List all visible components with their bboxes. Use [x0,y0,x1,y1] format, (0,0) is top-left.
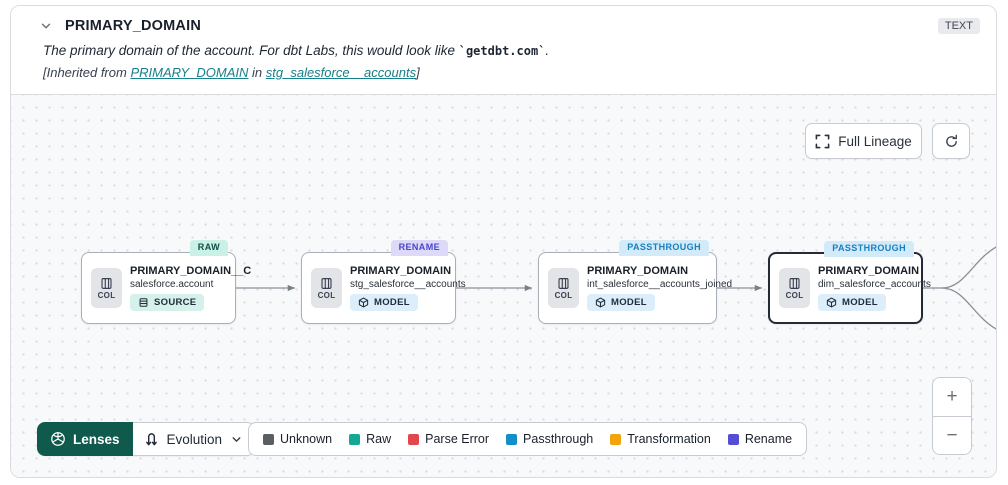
column-description: The primary domain of the account. For d… [43,43,550,58]
column-type-icon: COL [91,268,122,308]
legend-item: Unknown [263,432,332,446]
columns-icon [101,277,112,289]
lineage-node-intermediate[interactable]: PASSTHROUGH COL PRIMARY_DOMAIN int_sales… [538,240,733,324]
zoom-in-button[interactable]: + [933,378,971,416]
lineage-node-staging[interactable]: RENAME COL PRIMARY_DOMAIN stg_salesforce… [301,240,466,324]
legend-swatch [727,433,739,445]
full-lineage-button[interactable]: Full Lineage [805,123,922,159]
inherited-model-link[interactable]: stg_salesforce__accounts [265,65,417,80]
refresh-button[interactable] [932,123,970,159]
zoom-control: + − [932,377,972,455]
collapse-chevron-icon[interactable] [39,19,53,33]
edge-type-badge: RAW [189,240,228,256]
node-title: PRIMARY_DOMAIN [818,265,920,277]
lens-aperture-icon [51,432,65,446]
node-title: PRIMARY_DOMAIN [350,265,452,277]
inherited-from-note: [Inherited from PRIMARY_DOMAIN in stg_sa… [43,65,420,80]
lenses-control[interactable]: Lenses Evolution [37,422,256,456]
node-title: PRIMARY_DOMAIN__C [130,265,252,277]
edge-type-badge: PASSTHROUGH [824,241,914,257]
lenses-button[interactable]: Lenses [37,422,133,456]
node-subtitle: int_salesforce__accounts_joined [587,279,733,290]
chevron-down-icon [232,436,241,442]
legend-swatch [408,433,420,445]
edge-type-badge: PASSTHROUGH [619,240,709,256]
edge-type-legend: Unknown Raw Parse Error Passthrough Tran… [248,422,808,456]
lineage-node-source[interactable]: RAW COL PRIMARY_DOMAIN__C salesforce.acc… [81,240,252,324]
node-subtitle: salesforce.account [130,279,214,290]
model-icon [358,297,369,308]
data-type-badge: TEXT [937,18,980,34]
model-icon [595,297,606,308]
source-icon [139,298,148,307]
legend-swatch [610,433,622,445]
lineage-canvas[interactable]: Full Lineage RAW COL PRIMARY_DOMAIN__C s… [11,94,996,477]
resource-type-tag: MODEL [350,294,418,311]
legend-swatch [506,433,518,445]
lens-dropdown[interactable]: Evolution [132,422,256,456]
columns-icon [789,277,800,289]
column-type-icon: COL [779,268,810,308]
legend-item: Passthrough [506,432,593,446]
evolution-icon [145,432,157,445]
resource-type-tag: MODEL [818,294,886,311]
node-subtitle: stg_salesforce__accounts [350,279,466,290]
resource-type-tag: MODEL [587,294,655,311]
node-title: PRIMARY_DOMAIN [587,265,689,277]
columns-icon [321,277,332,289]
model-icon [826,297,837,308]
legend-item: Raw [349,432,391,446]
lens-selected-value: Evolution [166,431,223,447]
column-title: PRIMARY_DOMAIN [65,18,201,34]
columns-icon [558,277,569,289]
lineage-node-dim-selected[interactable]: PASSTHROUGH COL PRIMARY_DOMAIN dim_sales… [768,241,931,324]
edge-type-badge: RENAME [390,240,448,256]
resource-type-tag: SOURCE [130,294,205,311]
column-type-icon: COL [311,268,342,308]
expand-icon [815,134,830,148]
column-lineage-panel: PRIMARY_DOMAIN TEXT The primary domain o… [10,5,997,478]
legend-swatch [263,433,274,445]
column-type-icon: COL [548,268,579,308]
zoom-out-button[interactable]: − [933,416,971,454]
refresh-icon [945,134,957,147]
legend-item: Transformation [610,432,711,446]
column-header: PRIMARY_DOMAIN TEXT The primary domain o… [11,6,996,94]
node-subtitle: dim_salesforce_accounts [818,279,931,290]
legend-item: Rename [727,432,792,446]
inherited-column-link[interactable]: PRIMARY_DOMAIN [130,65,249,80]
full-lineage-label: Full Lineage [838,133,912,149]
legend-item: Parse Error [408,432,489,446]
code-inline: `getdbt.com` [458,44,546,58]
legend-swatch [349,433,361,445]
